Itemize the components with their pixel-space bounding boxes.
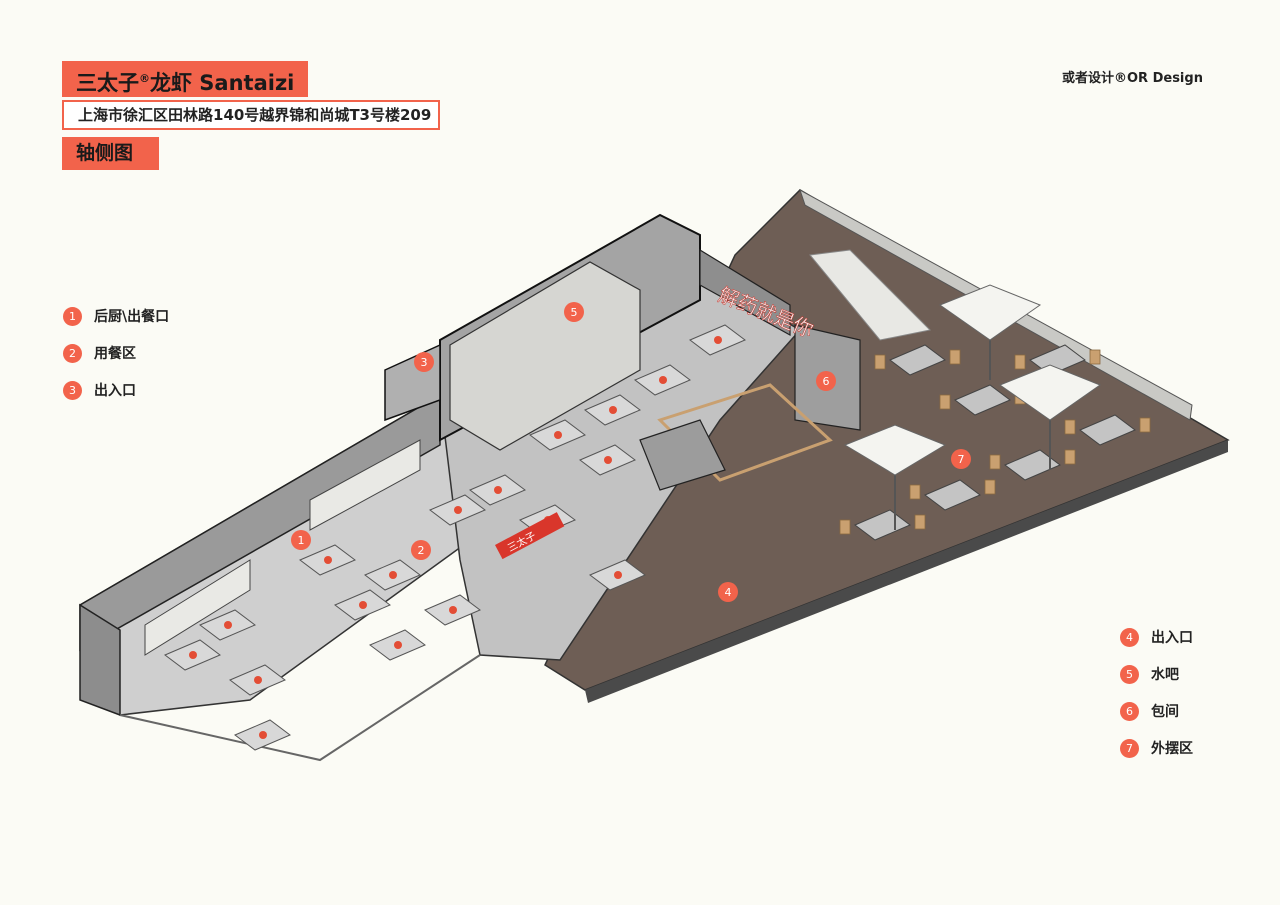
- legend-label: 包间: [1151, 704, 1179, 720]
- stairs: [809, 249, 932, 341]
- marker-number: 1: [298, 534, 305, 547]
- kitchen-counter: [144, 559, 251, 656]
- legend-item: 7 外摆区: [1120, 738, 1193, 758]
- area-marker-6: 6: [816, 371, 836, 391]
- legend-label: 用餐区: [94, 346, 136, 362]
- terrace-tables: [854, 344, 1136, 541]
- legend-badge: 1: [63, 306, 82, 326]
- pass-window: [309, 439, 421, 531]
- legend-item: 3 出入口: [63, 380, 169, 400]
- deck-edge: [585, 440, 1228, 703]
- legend-label: 后厨\出餐口: [94, 309, 170, 325]
- left-wing-glass-front: [119, 654, 481, 762]
- brand-label: 或者设计®OR Design: [1062, 71, 1203, 86]
- umbrella: [998, 364, 1102, 470]
- marker-number: 6: [823, 375, 830, 388]
- title-registered-mark: ®: [139, 72, 150, 85]
- marker-number: 2: [418, 544, 425, 557]
- umbrella: [843, 424, 947, 530]
- legend-badge: 5: [1120, 664, 1139, 684]
- area-marker-5: 5: [564, 302, 584, 322]
- marker-number: 3: [421, 356, 428, 369]
- right-bar-wall: [699, 248, 791, 337]
- legend-item: 4 出入口: [1120, 627, 1193, 647]
- area-marker-1: 1: [291, 530, 311, 550]
- legend-item: 5 水吧: [1120, 664, 1193, 684]
- area-marker-3: 3: [414, 352, 434, 372]
- legend-left: 1 后厨\出餐口 2 用餐区 3 出入口: [63, 306, 169, 417]
- legend-badge: 7: [1120, 738, 1139, 758]
- marker-number: 7: [958, 453, 965, 466]
- area-marker-7: 7: [951, 449, 971, 469]
- area-marker-2: 2: [411, 540, 431, 560]
- legend-right: 4 出入口 5 水吧 6 包间 7 外摆区: [1120, 627, 1193, 775]
- title-text: 三太子: [76, 71, 139, 95]
- water-bar-room: [449, 261, 641, 451]
- door-sign: [495, 512, 565, 560]
- legend-item: 2 用餐区: [63, 343, 169, 363]
- title-text-rest: 龙虾 Santaizi: [150, 71, 295, 95]
- legend-badge: 3: [63, 380, 82, 400]
- title-box: 三太子®龙虾 Santaizi: [62, 61, 309, 97]
- legend-label: 出入口: [1151, 630, 1193, 646]
- legend-label: 出入口: [94, 383, 136, 399]
- area-marker-4: 4: [718, 582, 738, 602]
- marker-number: 5: [571, 306, 578, 319]
- legend-item: 6 包间: [1120, 701, 1193, 721]
- legend-label: 水吧: [1151, 667, 1179, 683]
- entrance-kiosk: [639, 419, 726, 491]
- address-box: 上海市徐汇区田林路140号越界锦和尚城T3号楼209: [62, 100, 440, 130]
- legend-badge: 2: [63, 343, 82, 363]
- legend-item: 1 后厨\出餐口: [63, 306, 169, 326]
- legend-badge: 4: [1120, 627, 1139, 647]
- legend-badge: 6: [1120, 701, 1139, 721]
- subtitle-box: 轴侧图: [62, 137, 159, 170]
- umbrella: [938, 284, 1042, 380]
- legend-label: 外摆区: [1151, 741, 1193, 757]
- marker-number: 4: [725, 586, 732, 599]
- terrace-chairs: [839, 349, 1151, 535]
